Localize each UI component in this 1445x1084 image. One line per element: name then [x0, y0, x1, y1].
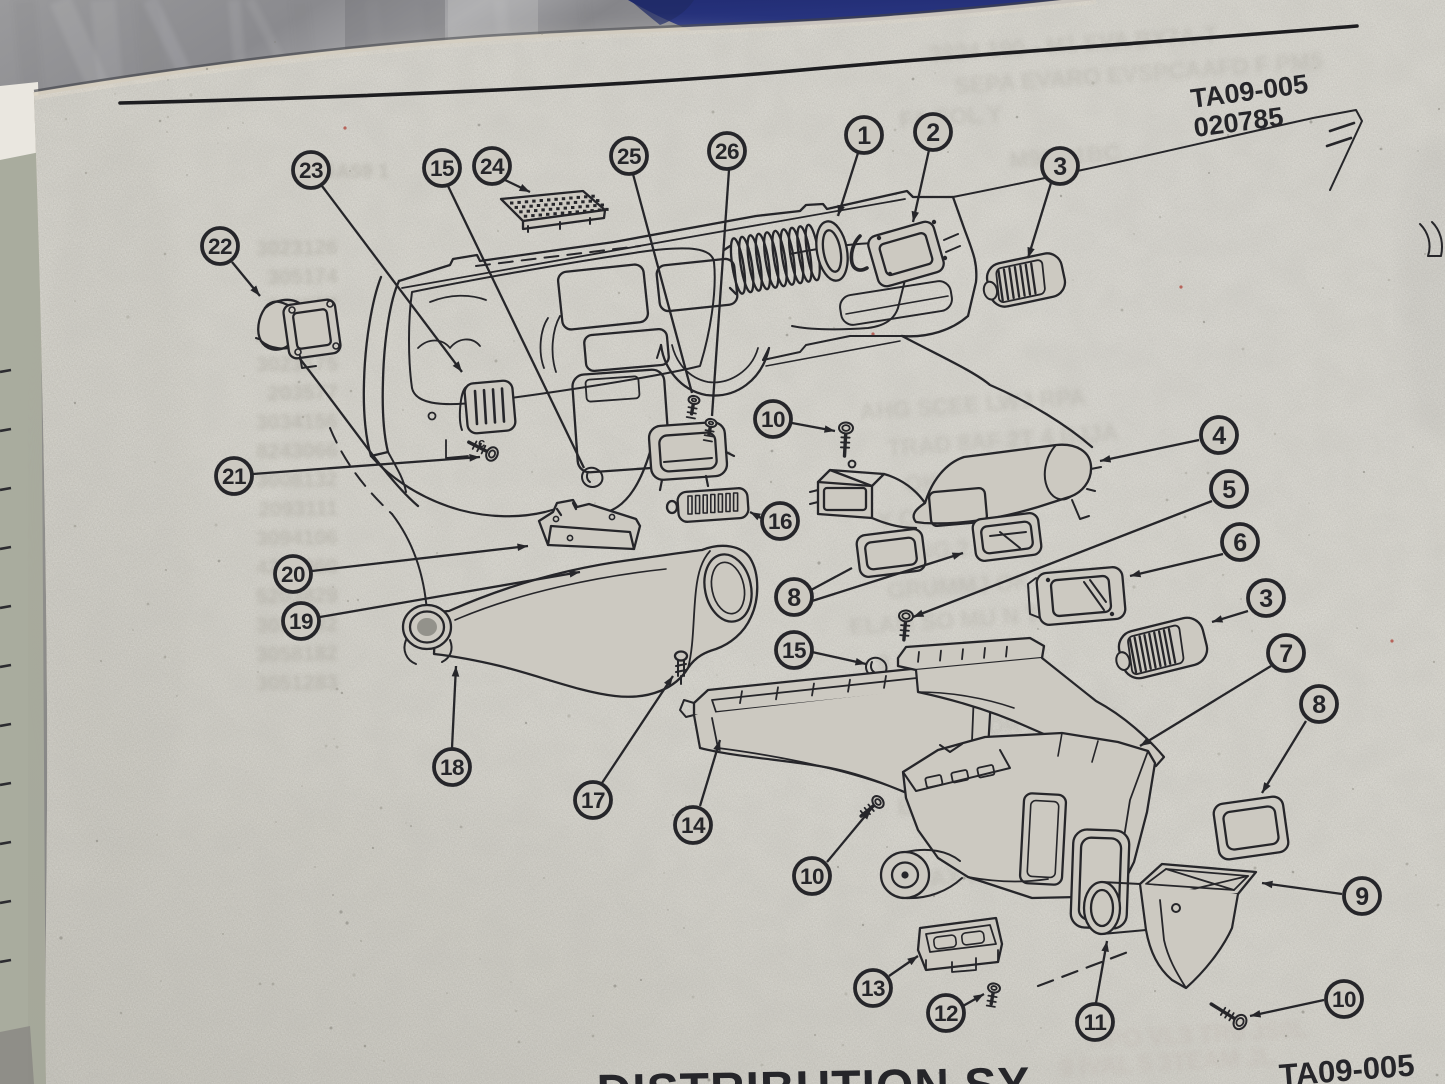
svg-text:19: 19 [289, 609, 313, 634]
svg-text:1: 1 [857, 122, 871, 150]
svg-text:5: 5 [1222, 476, 1236, 504]
svg-text:3051283: 3051283 [256, 671, 338, 695]
svg-text:4: 4 [1212, 422, 1226, 450]
svg-text:12: 12 [934, 1001, 958, 1026]
svg-text:305174: 305174 [268, 265, 339, 289]
svg-text:2093111: 2093111 [258, 497, 338, 521]
svg-text:11: 11 [1084, 1010, 1107, 1035]
svg-text:3023126: 3023126 [256, 236, 338, 260]
svg-text:26: 26 [715, 139, 739, 164]
svg-text:20: 20 [281, 562, 305, 587]
svg-text:16: 16 [768, 509, 792, 534]
svg-text:3094106: 3094106 [256, 526, 338, 550]
svg-text:3034156: 3034156 [256, 410, 338, 434]
svg-text:6: 6 [1233, 529, 1246, 557]
svg-text:c: c [478, 435, 485, 450]
svg-text:23: 23 [299, 158, 323, 183]
svg-text:15: 15 [430, 156, 454, 181]
svg-text:3: 3 [1053, 153, 1066, 181]
svg-text:10: 10 [1332, 987, 1356, 1012]
svg-text:21: 21 [222, 464, 246, 489]
svg-text:13: 13 [861, 976, 885, 1001]
svg-text:8: 8 [787, 584, 801, 612]
svg-text:18: 18 [440, 755, 464, 780]
svg-text:8: 8 [1312, 691, 1326, 719]
svg-text:8243066: 8243066 [256, 439, 338, 463]
svg-text:10: 10 [761, 407, 785, 432]
svg-text:14: 14 [681, 813, 706, 838]
svg-text:17: 17 [581, 788, 605, 813]
svg-text:2: 2 [926, 119, 939, 147]
svg-text:25: 25 [617, 144, 641, 169]
svg-text:15: 15 [782, 638, 806, 663]
svg-text:7: 7 [1279, 640, 1292, 668]
svg-text:22: 22 [208, 234, 232, 259]
svg-text:9: 9 [1355, 883, 1368, 911]
svg-text:10: 10 [800, 864, 824, 889]
svg-text:3058182: 3058182 [256, 642, 338, 666]
svg-text:3: 3 [1259, 585, 1272, 613]
svg-text:24: 24 [480, 154, 505, 179]
